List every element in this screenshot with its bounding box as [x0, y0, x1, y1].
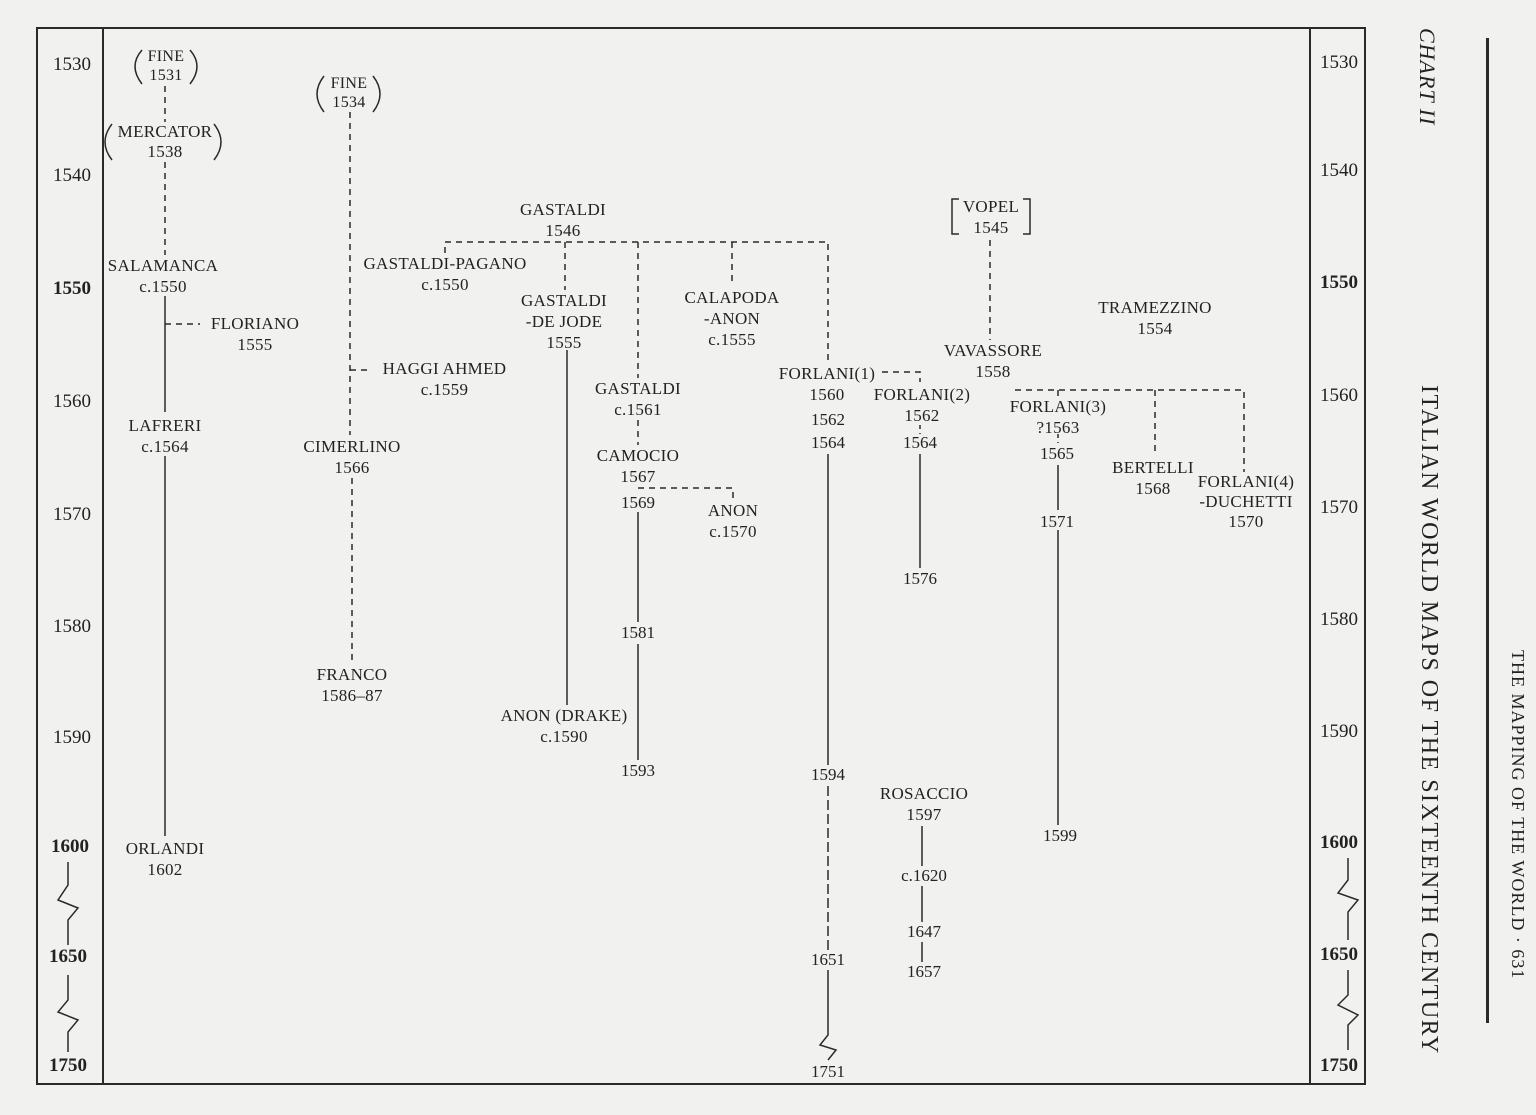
right-axis-line: [1309, 27, 1311, 1085]
camocio-edition-1593: 1593: [621, 761, 655, 780]
forlani3-edition-1599: 1599: [1043, 826, 1077, 845]
year-left-1750: 1750: [49, 1055, 87, 1076]
year-left-1550: 1550: [53, 278, 91, 299]
year-left-1580: 1580: [53, 616, 91, 637]
forlani2-edition-1576: 1576: [903, 569, 937, 588]
bracket-vopel-left: [951, 198, 959, 235]
node-forlani-3: FORLANI(3)?1563: [1009, 397, 1107, 437]
forlani1-edition-1594: 1594: [811, 765, 845, 784]
year-left-1590: 1590: [53, 727, 91, 748]
camocio-edition-1581: 1581: [621, 623, 655, 642]
forlani1-edition-1562: 1562: [811, 410, 845, 429]
year-left-1600: 1600: [51, 836, 89, 857]
year-right-1650: 1650: [1320, 944, 1358, 965]
year-right-1750: 1750: [1320, 1055, 1358, 1076]
paren-mercator-left: [104, 123, 113, 161]
year-left-1560: 1560: [53, 391, 91, 412]
forlani1-edition-1751: 1751: [811, 1062, 845, 1081]
year-left-1530: 1530: [53, 54, 91, 75]
scale-break-left-2: [56, 975, 80, 1052]
rosaccio-edition-1620: c.1620: [901, 866, 947, 885]
paren-fine1534-right: [372, 75, 381, 113]
node-anon-drake: ANON (DRAKE)c.1590: [500, 706, 628, 746]
bracket-vopel-right: [1023, 198, 1031, 235]
line-forlani1-1751: [818, 970, 838, 1061]
year-right-1560: 1560: [1320, 385, 1358, 406]
node-forlani-2: FORLANI(2)1562: [873, 385, 971, 425]
line-gastaldi-bracket: [444, 241, 829, 360]
year-right-1540: 1540: [1320, 160, 1358, 181]
forlani1-edition-1651: 1651: [811, 950, 845, 969]
camocio-edition-1569: 1569: [621, 493, 655, 512]
scale-break-left-1: [56, 862, 80, 945]
running-head: THE MAPPING OF THE WORLD · 631: [1508, 650, 1528, 980]
rosaccio-edition-1647: 1647: [907, 922, 941, 941]
year-right-1600: 1600: [1320, 832, 1358, 853]
forlani3-edition-1565: 1565: [1040, 444, 1074, 463]
chart-title: ITALIAN WORLD MAPS OF THE SIXTEENTH CENT…: [1416, 385, 1442, 1055]
year-left-1570: 1570: [53, 504, 91, 525]
node-forlani-1: FORLANI(1)1560: [778, 364, 876, 404]
forlani1-edition-1564: 1564: [811, 433, 845, 452]
rosaccio-edition-1657: 1657: [907, 962, 941, 981]
running-head-rule: [1486, 38, 1489, 1023]
paren-fine1534-left: [316, 75, 325, 113]
paren-fine1531-left: [134, 49, 143, 85]
paren-fine1531-right: [189, 49, 198, 85]
year-right-1530: 1530: [1320, 52, 1358, 73]
year-right-1570: 1570: [1320, 497, 1358, 518]
line-camocio-anon: [638, 487, 734, 500]
year-right-1550: 1550: [1320, 272, 1358, 293]
line-forlani1-forlani2: [882, 371, 921, 382]
forlani2-edition-1564: 1564: [903, 433, 937, 452]
chart-label: CHART II: [1415, 28, 1440, 126]
forlani3-edition-1571: 1571: [1040, 512, 1074, 531]
chart-frame: [36, 27, 1366, 1085]
scale-break-right-1: [1336, 858, 1360, 940]
year-left-1540: 1540: [53, 165, 91, 186]
year-left-1650: 1650: [49, 946, 87, 967]
left-axis-line: [102, 27, 104, 1085]
year-right-1580: 1580: [1320, 609, 1358, 630]
paren-mercator-right: [213, 123, 222, 161]
year-right-1590: 1590: [1320, 721, 1358, 742]
scale-break-right-2: [1336, 970, 1360, 1050]
